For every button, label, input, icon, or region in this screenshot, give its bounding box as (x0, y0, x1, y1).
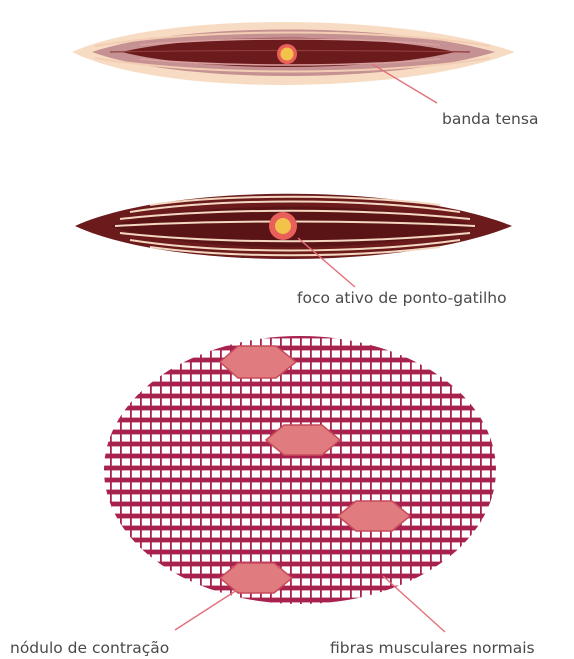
active-trigger-core (275, 218, 291, 234)
normal-fibers-label: fibras musculares normais (330, 639, 535, 657)
contraction-nodule-label: nódulo de contração (10, 639, 169, 657)
active-focus-label: foco ativo de ponto-gatilho (297, 289, 507, 307)
normal-fibers-leader-line (383, 576, 445, 632)
sarcomere-grid (100, 332, 500, 608)
fiber-cross-section (100, 332, 500, 608)
taut-band-label: banda tensa (442, 110, 538, 128)
muscle-taut-band-illustration (72, 22, 515, 103)
trigger-focus-core (281, 48, 294, 61)
muscle-active-focus-illustration (75, 194, 512, 287)
contraction-nodule-leader-line (175, 590, 237, 630)
